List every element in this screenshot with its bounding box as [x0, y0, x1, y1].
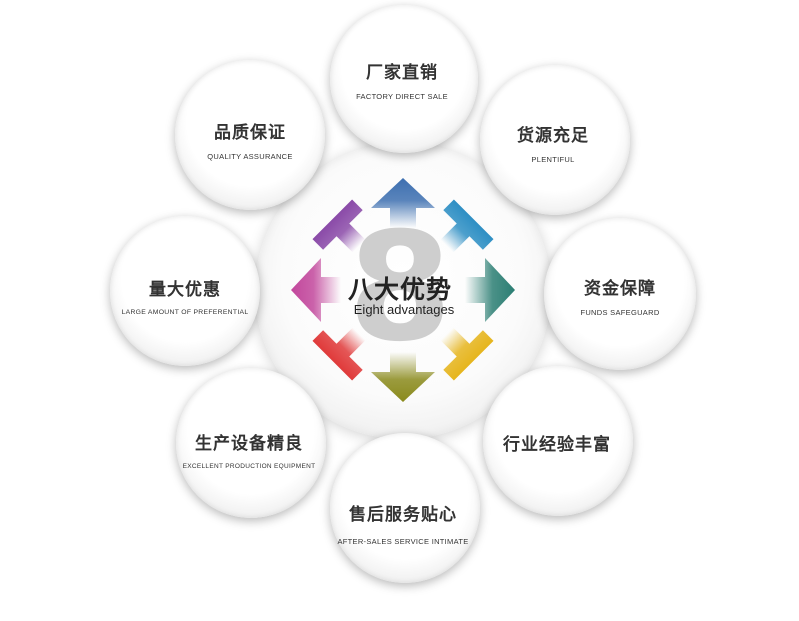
advantage-disc-funds-safeguard: [544, 218, 696, 370]
center-subtitle: Eight advantages: [353, 302, 455, 317]
advantage-label-production-equipment: 生产设备精良 EXCELLENT PRODUCTION EQUIPMENT: [174, 429, 324, 470]
arrow-down-left-icon: [312, 327, 366, 381]
advantage-label-industry-experience: 行业经验丰富: [482, 430, 632, 455]
advantage-label-after-sales-service: 售后服务贴心 AFTER-SALES SERVICE INTIMATE: [328, 500, 478, 546]
advantage-label-quality-assurance: 品质保证 QUALITY ASSURANCE: [175, 118, 325, 161]
advantage-title: 量大优惠: [149, 280, 221, 300]
advantage-subtitle: FUNDS SAFEGUARD: [580, 308, 660, 317]
advantage-label-large-amount-preferential: 量大优惠 LARGE AMOUNT OF PREFERENTIAL: [110, 275, 260, 316]
advantage-title: 品质保证: [214, 123, 286, 143]
advantage-label-funds-safeguard: 资金保障 FUNDS SAFEGUARD: [545, 274, 695, 317]
advantage-title: 生产设备精良: [195, 434, 303, 454]
advantage-disc-quality-assurance: [175, 60, 325, 210]
center-number-8: 8: [347, 201, 453, 375]
advantage-disc-after-sales-service: [330, 433, 480, 583]
arrow-up-right-icon: [440, 199, 494, 253]
advantage-disc-industry-experience: [483, 366, 633, 516]
arrow-up-icon: [371, 178, 435, 228]
arrow-down-icon: [371, 352, 435, 402]
center-title: 八大优势: [347, 275, 453, 304]
advantage-subtitle: PLENTIFUL: [531, 155, 575, 164]
advantage-title: 售后服务贴心: [349, 505, 457, 525]
advantage-subtitle: QUALITY ASSURANCE: [207, 152, 293, 161]
arrow-up-left-icon: [312, 199, 366, 253]
advantage-label-plentiful: 货源充足 PLENTIFUL: [478, 121, 628, 164]
advantage-disc-plentiful: [480, 65, 630, 215]
advantage-subtitle: AFTER-SALES SERVICE INTIMATE: [337, 537, 469, 546]
advantage-title: 货源充足: [517, 126, 589, 146]
advantage-title: 资金保障: [584, 279, 656, 299]
arrow-down-right-icon: [440, 327, 494, 381]
advantage-subtitle: LARGE AMOUNT OF PREFERENTIAL: [121, 309, 249, 316]
advantage-label-factory-direct-sale: 厂家直销 FACTORY DIRECT SALE: [327, 58, 477, 101]
advantage-subtitle: EXCELLENT PRODUCTION EQUIPMENT: [182, 463, 316, 470]
arrow-right-icon: [465, 258, 515, 322]
arrow-left-icon: [291, 258, 341, 322]
advantage-disc-large-amount-preferential: [110, 216, 260, 366]
advantage-disc-factory-direct-sale: [330, 5, 478, 153]
advantage-subtitle: FACTORY DIRECT SALE: [356, 92, 448, 101]
advantage-title: 行业经验丰富: [503, 435, 611, 455]
advantage-title: 厂家直销: [366, 63, 438, 83]
advantage-disc-production-equipment: [176, 368, 326, 518]
